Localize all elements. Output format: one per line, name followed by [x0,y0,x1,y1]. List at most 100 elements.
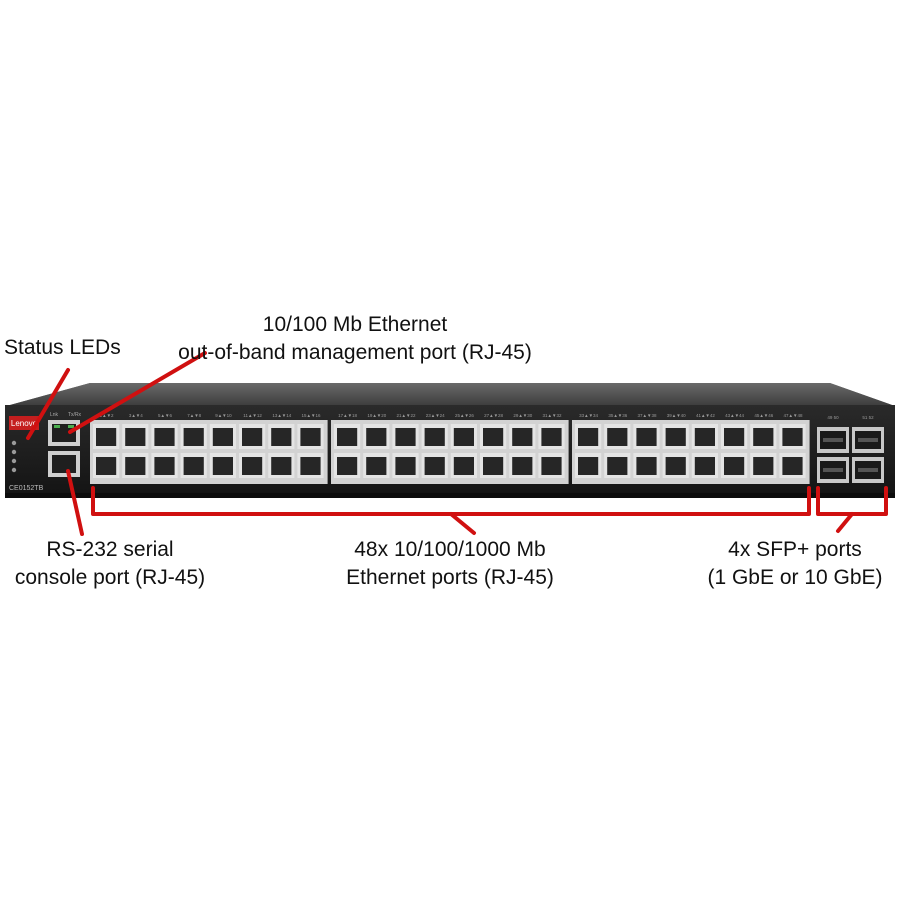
model-label: CE0152TB [9,485,44,492]
ethernet-port[interactable] [779,453,806,478]
ethernet-port[interactable] [633,424,660,449]
sfp-port[interactable] [852,457,884,483]
ethernet-port[interactable] [122,453,149,478]
ethernet-port[interactable] [297,453,324,478]
management-port[interactable] [48,420,80,446]
port-number-label: 47▲▼48 [784,413,803,418]
ethernet-port[interactable] [151,453,178,478]
ethernet-port[interactable] [604,453,631,478]
sfp-ports-label-line2: (1 GbE or 10 GbE) [707,566,883,589]
ethernet-port[interactable] [122,424,149,449]
ethernet-port[interactable] [334,453,361,478]
console-port-callout: RS-232 serial console port (RJ-45) [0,536,220,592]
switch-top-cover-shade [10,383,892,405]
ethernet-port[interactable] [538,453,565,478]
ethernet-port[interactable] [93,424,120,449]
status-led-1 [11,440,17,446]
ethernet-port[interactable] [575,453,602,478]
ethernet-port[interactable] [209,424,236,449]
ethernet-port[interactable] [334,424,361,449]
console-port-pointer [66,469,84,536]
ethernet-ports-pointer [449,512,476,535]
ethernet-port[interactable] [209,453,236,478]
port-number-label: 3▲▼4 [129,413,143,418]
port-number-label: 35▲▼36 [608,413,627,418]
ethernet-port[interactable] [297,424,324,449]
ethernet-port[interactable] [421,453,448,478]
ethernet-port-banks [90,420,810,484]
port-number-label: 17▲▼18 [338,413,357,418]
ethernet-port[interactable] [750,453,777,478]
ethernet-port[interactable] [151,424,178,449]
status-leds-pointer [26,368,70,440]
ethernet-port[interactable] [392,453,419,478]
ethernet-port[interactable] [750,424,777,449]
ethernet-port[interactable] [604,424,631,449]
port-number-label: 43▲▼44 [725,413,744,418]
console-port[interactable] [48,451,80,477]
ethernet-port[interactable] [721,453,748,478]
port-number-label: 7▲▼8 [187,413,201,418]
mgmt-port-callout: 10/100 Mb Ethernet out-of-band managemen… [150,311,560,367]
port-number-label: 25▲▼26 [455,413,474,418]
ethernet-port[interactable] [268,424,295,449]
ethernet-port[interactable] [691,453,718,478]
ethernet-port[interactable] [180,453,207,478]
port-number-label: 11▲▼12 [243,413,262,418]
ethernet-port[interactable] [509,424,536,449]
console-port-label-line1: RS-232 serial [46,538,174,561]
annotations [26,351,888,536]
port-number-label: 15▲▼16 [302,413,321,418]
status-led-2 [11,449,17,455]
sfp-port[interactable] [852,427,884,453]
sfp-ports-callout: 4x SFP+ ports (1 GbE or 10 GbE) [690,536,900,592]
ethernet-port[interactable] [239,453,266,478]
ethernet-port[interactable] [633,453,660,478]
port-number-label: 19▲▼20 [367,413,386,418]
port-number-label: 9▲▼10 [215,413,232,418]
ethernet-port[interactable] [268,453,295,478]
ethernet-port[interactable] [239,424,266,449]
ethernet-port[interactable] [480,453,507,478]
ethernet-port[interactable] [721,424,748,449]
ethernet-port[interactable] [450,424,477,449]
ethernet-port[interactable] [93,453,120,478]
ethernet-port[interactable] [421,424,448,449]
ethernet-port[interactable] [392,424,419,449]
ethernet-port[interactable] [575,424,602,449]
port-number-label: 31▲▼32 [543,413,562,418]
sfp-port[interactable] [817,457,849,483]
port-number-label: 29▲▼30 [513,413,532,418]
mgmt-port-label-line2: out-of-band management port (RJ-45) [178,341,532,364]
port-number-label: 1▲▼2 [100,413,114,418]
mgmt-port-pointer [68,351,207,434]
sfp-ports-label-line1: 4x SFP+ ports [728,538,862,561]
mgmt-link-label: Lnk [50,412,59,418]
port-number-label: 45▲▼46 [754,413,773,418]
brand-logo-badge [9,416,39,430]
port-number-label: 41▲▼42 [696,413,715,418]
ethernet-port[interactable] [480,424,507,449]
status-leds-label: Status LEDs [4,336,121,359]
ethernet-ports-label-line2: Ethernet ports (RJ-45) [346,566,554,589]
ethernet-port[interactable] [779,424,806,449]
ethernet-port[interactable] [363,424,390,449]
ethernet-port[interactable] [180,424,207,449]
mgmt-txrx-label: Tx/Rx [68,412,82,418]
sfp-ports-pointer [836,512,854,533]
sfp-port[interactable] [817,427,849,453]
ethernet-port[interactable] [450,453,477,478]
brand-logo: Lenovo [11,419,38,428]
ethernet-port[interactable] [509,453,536,478]
ethernet-port[interactable] [662,453,689,478]
ethernet-port[interactable] [691,424,718,449]
port-number-label: 5▲▼6 [158,413,172,418]
ethernet-port[interactable] [363,453,390,478]
ethernet-port[interactable] [538,424,565,449]
ethernet-ports-callout: 48x 10/100/1000 Mb Ethernet ports (RJ-45… [310,536,590,592]
ethernet-port[interactable] [662,424,689,449]
